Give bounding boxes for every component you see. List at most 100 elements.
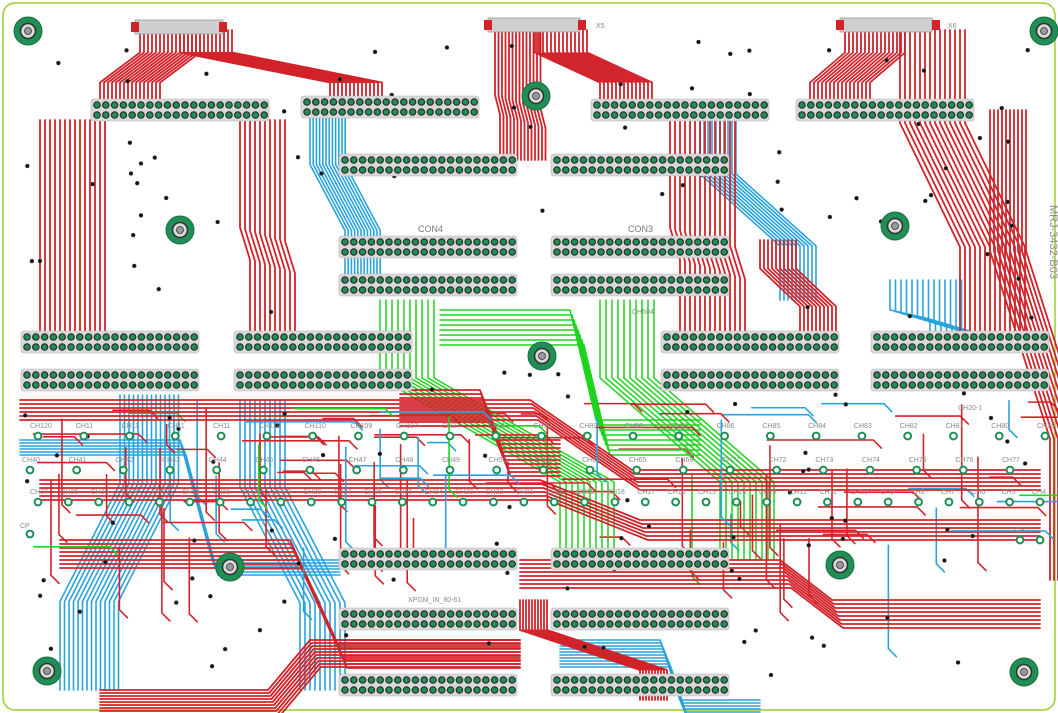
test-point[interactable] (491, 431, 501, 441)
connector-left[interactable] (131, 19, 227, 35)
test-point[interactable] (33, 431, 43, 441)
test-point[interactable] (632, 465, 642, 475)
channel-label: CH8 (911, 489, 925, 496)
test-point[interactable] (994, 431, 1004, 441)
test-point[interactable] (170, 431, 180, 441)
test-point[interactable] (610, 497, 620, 507)
test-point[interactable] (212, 465, 222, 475)
test-point[interactable] (720, 431, 729, 441)
test-point[interactable] (489, 497, 498, 507)
test-point[interactable] (25, 465, 35, 475)
test-point[interactable] (865, 465, 875, 475)
test-point[interactable] (549, 497, 559, 507)
test-point[interactable] (772, 465, 782, 475)
channel-label: CH44 (209, 457, 227, 464)
channel-label: CH62 (582, 457, 600, 464)
test-point[interactable] (72, 465, 82, 475)
test-point[interactable] (1040, 431, 1050, 441)
test-point[interactable] (354, 431, 363, 441)
cp-pad[interactable] (1015, 535, 1025, 545)
test-point[interactable] (492, 465, 502, 475)
test-point[interactable] (215, 497, 225, 507)
channel-label: CH13 (759, 489, 777, 496)
cp-pad[interactable] (25, 529, 35, 539)
test-point[interactable] (308, 431, 318, 441)
test-point[interactable] (445, 465, 455, 475)
test-point[interactable] (762, 497, 772, 507)
test-point[interactable] (155, 497, 164, 507)
test-point[interactable] (914, 497, 923, 507)
pin-header-strip (660, 330, 840, 354)
test-point[interactable] (352, 465, 362, 475)
test-point[interactable] (367, 497, 377, 507)
test-point[interactable] (628, 431, 638, 441)
test-point[interactable] (701, 497, 711, 507)
test-point[interactable] (944, 497, 954, 507)
test-point[interactable] (1005, 497, 1015, 507)
test-point[interactable] (165, 465, 175, 475)
channel-label: CH51 (535, 457, 553, 464)
test-point[interactable] (765, 431, 775, 441)
test-point[interactable] (262, 431, 272, 441)
test-point[interactable] (853, 497, 863, 507)
test-point[interactable] (678, 465, 688, 475)
test-point[interactable] (811, 431, 821, 441)
test-point[interactable] (276, 497, 286, 507)
test-point[interactable] (337, 497, 347, 507)
channel-label: CH84 (808, 423, 826, 430)
test-point[interactable] (398, 465, 408, 475)
test-point[interactable] (428, 497, 438, 507)
test-point[interactable] (580, 497, 589, 507)
test-point[interactable] (974, 497, 984, 507)
test-point[interactable] (519, 497, 529, 507)
pin-header-strip (338, 547, 518, 571)
test-point[interactable] (306, 497, 316, 507)
test-point[interactable] (185, 497, 195, 507)
channel-label: CH30 (243, 489, 261, 496)
test-point[interactable] (79, 431, 89, 441)
test-point[interactable] (883, 497, 893, 507)
test-point[interactable] (63, 497, 73, 507)
test-point[interactable] (33, 497, 43, 507)
test-point[interactable] (903, 431, 913, 441)
test-point[interactable] (258, 465, 268, 475)
test-point[interactable] (246, 497, 255, 507)
cp-pad[interactable] (1035, 535, 1045, 545)
test-point[interactable] (445, 431, 455, 441)
test-point[interactable] (674, 431, 684, 441)
test-point[interactable] (958, 465, 968, 475)
connector-x6-label: X6 (948, 23, 957, 30)
test-point[interactable] (458, 497, 468, 507)
test-point[interactable] (537, 431, 546, 441)
connector-x6[interactable]: X6 (836, 17, 957, 33)
test-point[interactable] (792, 497, 802, 507)
test-point[interactable] (118, 465, 128, 475)
test-point[interactable] (538, 465, 548, 475)
test-point[interactable] (125, 431, 134, 441)
test-point[interactable] (1035, 497, 1045, 507)
test-point[interactable] (397, 497, 407, 507)
test-point[interactable] (305, 465, 315, 475)
test-point[interactable] (640, 497, 650, 507)
test-point[interactable] (818, 465, 828, 475)
test-point[interactable] (216, 431, 226, 441)
test-point[interactable] (949, 431, 958, 441)
channel-label: CH36 (60, 489, 78, 496)
test-point[interactable] (124, 497, 134, 507)
test-point[interactable] (582, 431, 592, 441)
test-point[interactable] (731, 497, 741, 507)
test-point[interactable] (585, 465, 595, 475)
test-point[interactable] (94, 497, 104, 507)
test-point[interactable] (725, 465, 735, 475)
test-point[interactable] (912, 465, 922, 475)
test-point[interactable] (857, 431, 867, 441)
test-point[interactable] (823, 497, 832, 507)
test-point[interactable] (671, 497, 681, 507)
pin-header-strip (20, 330, 200, 354)
pin-header-strip (90, 98, 270, 122)
test-point[interactable] (399, 431, 409, 441)
channel-label: CH73 (815, 457, 833, 464)
test-point[interactable] (1005, 465, 1015, 475)
connector-x5[interactable]: X5 (484, 17, 605, 33)
